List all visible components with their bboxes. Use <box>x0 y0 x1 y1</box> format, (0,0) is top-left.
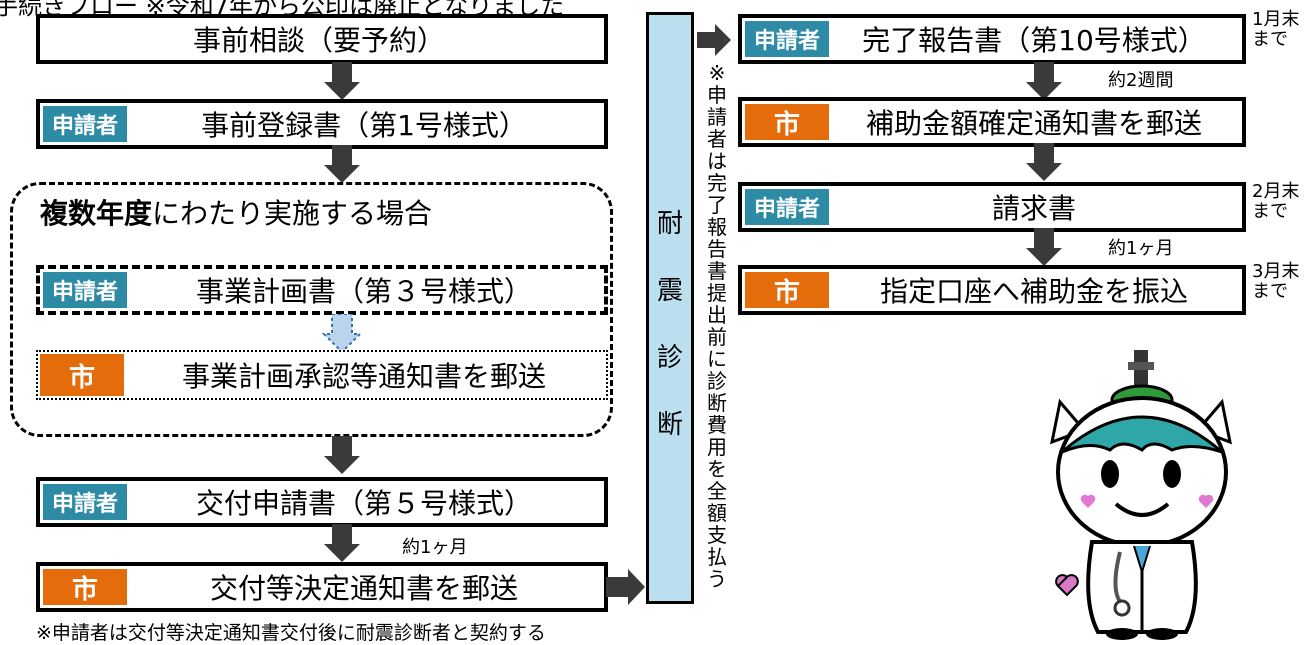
footnote: ※申請者は交付等決定通知書交付後に耐震診断者と契約する <box>36 622 546 644</box>
note-char: 書 <box>707 259 727 283</box>
seismic-diagnosis-bar: 耐 震 診 断 <box>646 12 694 604</box>
arrow-down-icon <box>1026 228 1062 266</box>
note-char: 支 <box>707 523 727 547</box>
step-grant-decision-label: 交付等決定通知書を郵送 <box>209 572 518 605</box>
note-char: 請 <box>707 105 727 129</box>
due-note: 3月末 まで <box>1252 262 1299 302</box>
note-char: う <box>707 567 727 591</box>
multi-year-bold: 複数年度 <box>40 197 153 230</box>
center-char: 震 <box>656 276 683 306</box>
multi-year-group <box>10 182 613 437</box>
note-char: 前 <box>707 325 727 349</box>
arrow-down-icon <box>324 524 360 562</box>
arrow-down-icon <box>1026 143 1062 181</box>
note-char: ※ <box>708 61 726 85</box>
due-line: まで <box>1252 29 1288 50</box>
arrow-down-icon <box>324 436 360 474</box>
step-completion-label: 完了報告書（第10号様式） <box>862 24 1206 57</box>
step-completion: 申請者 完了報告書（第10号様式） <box>738 14 1246 64</box>
center-char: 断 <box>656 410 683 440</box>
note-char: 払 <box>707 545 727 569</box>
applicant-tag: 申請者 <box>43 106 127 142</box>
due-line: まで <box>1252 281 1288 302</box>
note-char: 診 <box>707 369 727 393</box>
arrow-down-icon <box>324 62 360 100</box>
step-grant-apply-label: 交付申請書（第５号様式） <box>195 487 532 520</box>
note-char: を <box>707 457 727 481</box>
duration-note: 約2週間 <box>1108 70 1174 91</box>
step-plan-notice-label: 事業計画承認等通知書を郵送 <box>181 360 546 393</box>
applicant-tag: 申請者 <box>745 189 829 225</box>
step-invoice-label: 請求書 <box>991 192 1076 225</box>
note-char: は <box>707 149 727 173</box>
center-char: 耐 <box>656 209 683 239</box>
due-note: 1月末 まで <box>1252 10 1299 50</box>
arrow-right-icon <box>606 569 645 605</box>
note-char: 申 <box>707 83 727 107</box>
step-plan-notice: 市 事業計画承認等通知書を郵送 <box>36 350 608 400</box>
step-confirm: 市 補助金額確定通知書を郵送 <box>738 97 1246 147</box>
applicant-tag: 申請者 <box>43 272 127 308</box>
applicant-tag: 申請者 <box>745 21 829 57</box>
city-tag: 市 <box>745 104 829 140</box>
center-vertical-note: ※ 申 請 者 は 完 了 報 告 書 提 出 前 に 診 断 費 用 を 全 … <box>706 62 728 590</box>
city-tag: 市 <box>43 569 127 605</box>
due-line: まで <box>1252 201 1288 222</box>
due-line: 2月末 <box>1252 181 1300 202</box>
note-char: 出 <box>707 303 727 327</box>
arrow-down-icon <box>324 145 360 183</box>
note-char: 完 <box>707 171 727 195</box>
due-line: 1月末 <box>1252 9 1300 30</box>
step-consult-label: 事前相談（要予約） <box>192 24 445 57</box>
note-char: 報 <box>707 215 727 239</box>
note-char: 者 <box>707 127 727 151</box>
note-char: 提 <box>707 281 727 305</box>
multi-year-title: 複数年度にわたり実施する場合 <box>40 192 432 232</box>
note-char: 了 <box>707 193 727 217</box>
note-char: 断 <box>707 391 727 415</box>
duration-note: 約1ヶ月 <box>402 537 468 558</box>
note-char: 用 <box>707 435 727 459</box>
step-invoice: 申請者 請求書 <box>738 182 1246 232</box>
note-char: 額 <box>707 501 727 525</box>
step-plan: 申請者 事業計画書（第３号様式） <box>36 265 608 315</box>
note-char: 全 <box>707 479 727 503</box>
note-char: 告 <box>707 237 727 261</box>
arrow-right-icon <box>697 24 731 56</box>
step-grant-apply: 申請者 交付申請書（第５号様式） <box>36 477 608 527</box>
applicant-tag: 申請者 <box>43 484 127 520</box>
note-char: に <box>707 347 727 371</box>
step-register-label: 事前登録書（第1号様式） <box>201 109 527 142</box>
arrow-down-dashed-icon <box>322 314 362 354</box>
step-transfer: 市 指定口座へ補助金を振込 <box>738 265 1246 315</box>
step-grant-decision: 市 交付等決定通知書を郵送 <box>36 562 608 612</box>
step-transfer-label: 指定口座へ補助金を振込 <box>879 275 1188 308</box>
mascot-doctor-illustration <box>1049 350 1233 640</box>
duration-note: 約1ヶ月 <box>1108 238 1174 259</box>
multi-year-rest: にわたり実施する場合 <box>152 197 433 230</box>
step-plan-label: 事業計画書（第３号様式） <box>195 275 532 308</box>
due-line: 3月末 <box>1252 261 1300 282</box>
note-char: 費 <box>707 413 727 437</box>
step-confirm-label: 補助金額確定通知書を郵送 <box>865 107 1202 140</box>
arrow-down-icon <box>1026 62 1062 100</box>
city-tag: 市 <box>40 354 124 396</box>
center-char: 診 <box>656 343 683 373</box>
due-note: 2月末 まで <box>1252 182 1299 222</box>
step-consult: 事前相談（要予約） <box>36 14 608 64</box>
city-tag: 市 <box>745 272 829 308</box>
step-register: 申請者 事前登録書（第1号様式） <box>36 99 608 149</box>
